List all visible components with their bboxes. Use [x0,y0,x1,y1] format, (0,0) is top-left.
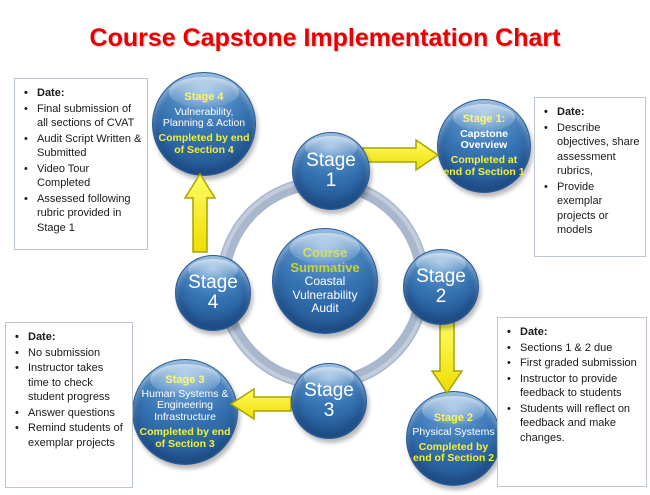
note-item: Final submission of all sections of CVAT [23,102,142,131]
callout-stage2-footer: Completed by end of Section 2 [412,440,495,465]
callout-stage3: Stage 3 Human Systems & Engineering Infr… [132,359,238,465]
callout-stage3-footer: Completed by end of Section 3 [139,425,231,450]
note-item: Instructor takes time to check student p… [14,361,127,405]
wheel-stage-4-word: Stage [188,272,238,294]
wheel-stage-4-num: 4 [207,292,219,313]
note-item: Answer questions [14,406,127,421]
wheel-stage-2-word: Stage [416,266,466,288]
note-item: Remind students of exemplar projects [14,421,127,450]
note-item: Describe objectives, share assessment ru… [543,121,640,179]
wheel-stage-1-num: 1 [325,170,337,191]
note-list: Date: Describe objectives, share assessm… [539,105,640,238]
note-item: Date: [14,330,127,345]
wheel-stage-1: Stage 1 [292,132,370,210]
note-item: Audit Script Written & Submitted [23,132,142,161]
callout-stage1: Stage 1: Capstone Overview Completed at … [437,99,531,193]
note-item: Instructor to provide feedback to studen… [506,372,641,401]
note-item: Sections 1 & 2 due [506,341,641,356]
wheel-stage-3-num: 3 [323,400,335,421]
note-item: Date: [506,325,641,340]
arrow-stage4-up-icon [183,172,217,253]
note-box-top-right: Date: Describe objectives, share assessm… [534,97,646,257]
callout-stage2: Stage 2 Physical Systems Completed by en… [406,391,501,486]
note-item: First graded submission [506,356,641,371]
arrow-stage3-left-icon [229,387,292,421]
note-box-bottom-right: Date: Sections 1 & 2 due First graded su… [497,317,647,487]
callout-stage3-body: Human Systems & Engineering Infrastructu… [141,387,229,424]
center-heading: Course Summative [290,245,360,275]
callout-stage4-title: Stage 4 [184,91,224,104]
note-item: Provide exemplar projects or models [543,180,640,238]
wheel-stage-4: Stage 4 [175,255,251,331]
note-item: Video Tour Completed [23,162,142,191]
wheel-stage-2: Stage 2 [403,249,479,325]
note-box-bottom-left: Date: No submission Instructor takes tim… [5,322,133,488]
callout-stage1-body: Capstone Overview [460,127,508,152]
wheel-stage-2-num: 2 [435,286,447,307]
callout-stage4: Stage 4 Vulnerability, Planning & Action… [152,72,256,176]
callout-stage3-title: Stage 3 [165,373,205,386]
note-list: Date: Sections 1 & 2 due First graded su… [502,325,641,445]
wheel-stage-3-word: Stage [304,380,354,402]
note-item: Assessed following rubric provided in St… [23,192,142,236]
page-title: Course Capstone Implementation Chart [89,24,561,52]
callout-stage2-body: Physical Systems [412,425,495,438]
callout-stage2-title: Stage 2 [433,411,474,424]
callout-stage4-footer: Completed by end of Section 4 [158,132,250,156]
callout-stage4-body: Vulnerability, Planning & Action [162,105,246,130]
wheel-stage-3: Stage 3 [291,363,367,439]
note-item: Date: [23,86,142,101]
note-list: Date: Final submission of all sections o… [19,86,142,235]
center-subheading: Coastal Vulnerability Audit [292,274,358,316]
arrow-stage2-down-icon [430,319,464,395]
note-list: Date: No submission Instructor takes tim… [10,330,127,450]
note-item: Students will reflect on feedback and ma… [506,402,641,446]
note-item: Date: [543,105,640,120]
callout-stage1-footer: Completed at end of Section 1 [443,154,525,178]
arrow-stage1-right-icon [362,138,440,172]
callout-stage1-title: Stage 1: [462,113,506,126]
note-box-top-left: Date: Final submission of all sections o… [14,78,148,250]
note-item: No submission [14,346,127,361]
wheel-stage-1-word: Stage [306,150,356,172]
center-summative-circle: Course Summative Coastal Vulnerability A… [272,228,378,334]
